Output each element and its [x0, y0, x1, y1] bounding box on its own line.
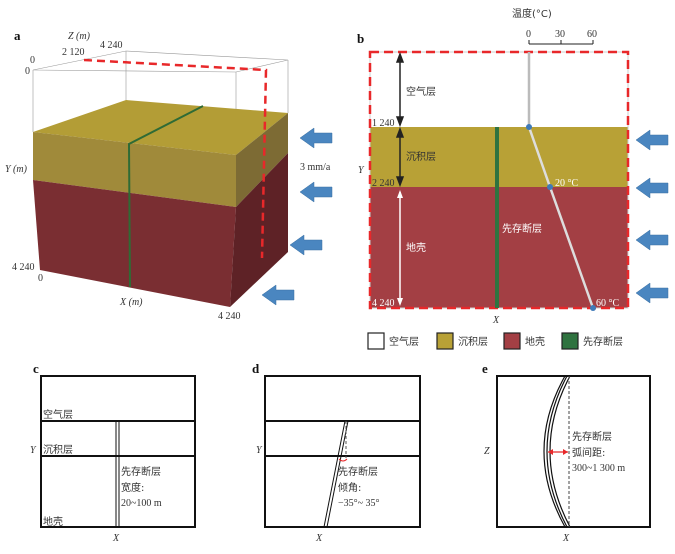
- legend: 空气层 沉积层 地壳 先存断层: [367, 332, 623, 350]
- sediment-layer-label: 沉积层: [43, 443, 73, 456]
- sediment-side: [236, 113, 288, 207]
- thickness-arrows: [395, 51, 405, 306]
- legend-swatch-fault: [561, 332, 579, 350]
- fault-note: 宽度:: [121, 481, 144, 494]
- temp-tick: 0: [526, 29, 531, 40]
- compression-arrow-icon: [289, 234, 323, 256]
- compression-arrow-icon: [635, 177, 669, 199]
- crust-layer-label: 地壳: [43, 515, 63, 528]
- crust-front: [33, 180, 236, 307]
- legend-label: 空气层: [389, 335, 419, 348]
- temp-20-label: 20 °C: [555, 178, 578, 189]
- compression-arrow-icon: [299, 127, 333, 149]
- compression-arrow-icon: [635, 129, 669, 151]
- sediment-layer-label: 沉积层: [406, 150, 436, 163]
- x-axis-label: X (m): [119, 297, 143, 308]
- panel-b-label: b: [357, 31, 364, 46]
- depth-2240: 2 240: [372, 178, 395, 189]
- fault-note: −35°~ 35°: [338, 498, 380, 509]
- compression-arrow-icon: [299, 181, 333, 203]
- temp-tick: 60: [587, 29, 597, 40]
- section-outline: [368, 50, 630, 310]
- fault-plane: [127, 105, 204, 288]
- y-axis-label: Y: [256, 445, 263, 456]
- fault-note: 300~1 300 m: [572, 463, 625, 474]
- y-tick-4240: 4 240: [12, 262, 35, 273]
- z-tick-2120: 2 120: [62, 47, 85, 58]
- legend-label: 沉积层: [458, 335, 488, 348]
- panel-a-label: a: [14, 28, 21, 43]
- temp-point: [547, 184, 553, 190]
- temp-axis-title: 温度(°C): [512, 7, 552, 20]
- z-axis-label: Z: [484, 446, 490, 457]
- z-axis-label: Z (m): [68, 31, 91, 42]
- compression-arrow-icon: [261, 284, 295, 306]
- temp-point: [590, 305, 596, 311]
- temp-point: [526, 124, 532, 130]
- fault-note: 先存断层: [572, 430, 612, 443]
- temp-60-label: 60 °C: [596, 298, 619, 309]
- fault-note: 弧间距:: [572, 446, 605, 459]
- legend-label: 地壳: [525, 335, 545, 348]
- y-axis-label: Y: [358, 165, 365, 176]
- y-axis-label: Y: [30, 445, 37, 456]
- x-axis-label: X: [492, 315, 500, 326]
- depth-4240: 4 240: [372, 298, 395, 309]
- panel-c-label: c: [33, 361, 39, 376]
- panel-c: c 空气层 沉积层 地壳 Y X 先存断层 宽度: 20~100 m: [30, 361, 196, 544]
- legend-swatch-crust: [503, 332, 521, 350]
- x-axis-label: X: [315, 533, 323, 544]
- y-axis-label: Y (m): [5, 164, 28, 175]
- x-tick-4240: 4 240: [218, 311, 241, 322]
- panel-a: a Z (m) 0 2 120 4 240 0 Y (m) 4 240 0 X …: [5, 28, 333, 322]
- crust-side: [230, 153, 288, 307]
- fault-note: 20~100 m: [121, 498, 162, 509]
- x-tick-0: 0: [38, 273, 43, 284]
- z-tick-4240: 4 240: [100, 40, 123, 51]
- air-layer-label: 空气层: [43, 408, 73, 421]
- fault-note: 先存断层: [121, 465, 161, 478]
- air-layer-label: 空气层: [406, 85, 436, 98]
- legend-swatch-air: [367, 332, 385, 350]
- velocity-label: 3 mm/a: [300, 162, 331, 173]
- fault-label: 先存断层: [502, 222, 542, 235]
- compression-arrow-icon: [635, 229, 669, 251]
- crust-layer-label: 地壳: [406, 241, 426, 254]
- fault-note: 先存断层: [338, 465, 378, 478]
- panel-e: e Z X 先存断层 弧间距: 300~1 300 m: [482, 361, 651, 544]
- depth-1240: 1 240: [372, 118, 395, 129]
- fault-note: 倾角:: [338, 481, 361, 494]
- temp-tick: 30: [555, 29, 565, 40]
- legend-label: 先存断层: [583, 335, 623, 348]
- x-axis-label: X: [562, 533, 570, 544]
- z-tick-0: 0: [30, 55, 35, 66]
- panel-d: d Y X 先存断层 倾角: −35°~ 35°: [252, 361, 421, 544]
- y-tick-0: 0: [25, 66, 30, 77]
- section-outline: [83, 58, 268, 259]
- panel-b: b 先存断层 20 °C 60 °C 温度(°C) 0 30 60 空气层 沉积…: [357, 7, 669, 326]
- sediment-front: [33, 132, 236, 207]
- x-axis-label: X: [112, 533, 120, 544]
- panel-e-label: e: [482, 361, 488, 376]
- legend-swatch-sediment: [436, 332, 454, 350]
- compression-arrow-icon: [635, 282, 669, 304]
- panel-d-label: d: [252, 361, 260, 376]
